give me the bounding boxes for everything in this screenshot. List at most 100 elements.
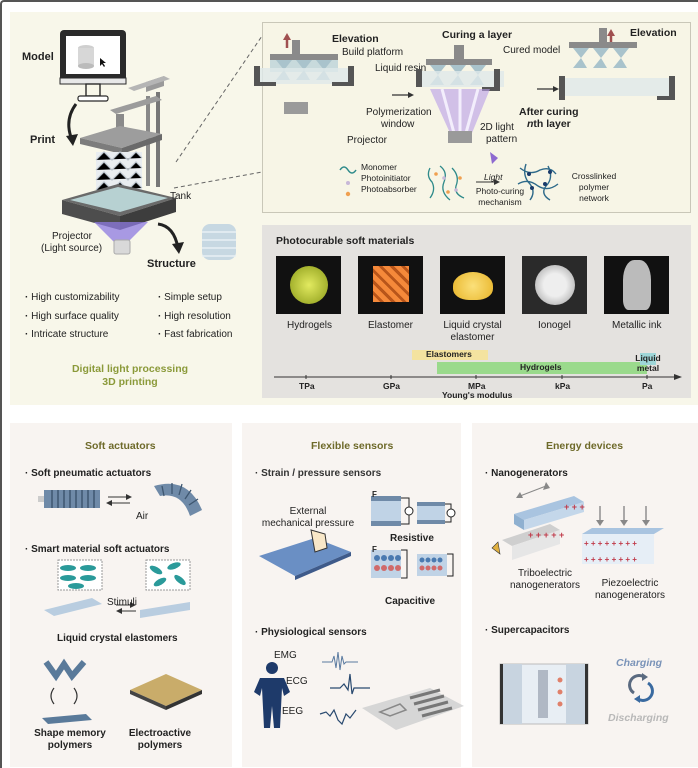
legend-photoinitiator: Photoinitiator: [361, 173, 411, 183]
pneumatic-actuator-illustration: [38, 483, 202, 516]
piezo-line2: nanogenerators: [594, 590, 666, 601]
range-bar-elastomers: [412, 350, 488, 360]
zoom-dashed-lines: [173, 35, 263, 189]
range-bar-liquid-metal: [640, 353, 656, 365]
arrow-right-icon: [537, 86, 559, 92]
smp-label: Shape memory polymers: [30, 728, 110, 752]
axis-tick-tpa: TPa: [299, 381, 315, 391]
axis-title: Young's modulus: [442, 390, 513, 400]
smp-line1: Shape memory: [34, 728, 106, 739]
smart-material-heading: Smart material soft actuators: [25, 544, 169, 555]
curing-layer-title: Curing a layer: [442, 29, 513, 41]
svg-text:+ + + + +: + + + + +: [528, 530, 564, 540]
piezo-line1: Piezoelectric: [601, 578, 659, 589]
model-label: Model: [22, 51, 54, 63]
svg-text:+ + + + + + + +: + + + + + + + +: [584, 539, 637, 548]
stimuli-label: Stimuli: [107, 597, 138, 608]
smp-eap-illustration: [42, 658, 202, 724]
material-label-lce: Liquid crystal elastomer: [440, 320, 505, 344]
print-label: Print: [30, 134, 56, 146]
axis-tick-gpa: GPa: [383, 381, 401, 391]
force-label-capacitive: F: [372, 545, 377, 554]
tank-label: Tank: [170, 191, 192, 202]
signal-label-emg: EMG: [274, 650, 297, 661]
eap-label: Electroactive polymers: [120, 728, 200, 752]
lce-actuator-illustration: [44, 559, 191, 618]
after-curing-line1: After curing: [519, 106, 579, 118]
feature-item: Intricate structure: [25, 326, 119, 345]
ionogel-photo: [522, 256, 587, 314]
nanogenerators-heading: Nanogenerators: [485, 468, 568, 479]
tribo-line2: nanogenerators: [509, 580, 581, 591]
lce-line1: Liquid crystal: [443, 320, 502, 331]
signal-label-eeg: EEG: [282, 706, 304, 717]
tribo-line1: Triboelectric: [517, 568, 573, 579]
pressure-line1: External: [289, 506, 327, 517]
layer-index: n: [527, 118, 534, 130]
flexible-sensor-touch-illustration: [259, 529, 351, 580]
mechanism-legend: Monomer Photoinitiator Photoabsorber: [361, 162, 417, 195]
range-bar-hydrogels: [437, 362, 647, 374]
dlp-printer-illustration: [62, 76, 176, 244]
eap-line2: polymers: [137, 740, 183, 751]
external-pressure-label: External mechanical pressure: [253, 506, 363, 530]
arrow-right-icon: [392, 92, 414, 98]
features-left-list: High customizability High surface qualit…: [25, 289, 119, 345]
step1-elevation-label: Elevation: [332, 33, 379, 45]
mechanism-label: Photo-curing mechanism: [474, 186, 526, 208]
capacitive-label: Capacitive: [385, 596, 436, 607]
lce-photo: [440, 256, 505, 314]
materials-title: Photocurable soft materials: [276, 235, 415, 247]
light-label: Light: [484, 172, 503, 182]
elastomer-photo: [358, 256, 423, 314]
projector-label-line2: (Light source): [41, 243, 103, 254]
energy-devices-title: Energy devices: [546, 440, 624, 452]
axis-tick-pa: Pa: [642, 381, 653, 391]
projector-label-line1: Projector: [52, 231, 93, 242]
projector-icon: [113, 239, 131, 255]
step3-elevation-label: Elevation: [630, 27, 677, 39]
material-label-metallic-ink: Metallic ink: [612, 320, 662, 331]
layer-suffix: th layer: [533, 118, 571, 130]
range-label-liquid-metal: Liquid metal: [633, 353, 663, 373]
curved-arrow-icon: [66, 103, 78, 146]
strain-pressure-heading: Strain / pressure sensors: [255, 468, 381, 479]
step3-elevated-illustration: [559, 28, 675, 100]
structure-illustration: [157, 222, 236, 260]
legend-photoabsorber: Photoabsorber: [361, 184, 417, 194]
triboelectric-label: Triboelectric nanogenerators: [505, 568, 585, 592]
lce-label: Liquid crystal elastomers: [57, 633, 178, 644]
network-line3: network: [579, 193, 609, 203]
polymerization-window-line2: window: [381, 119, 415, 130]
material-label-hydrogels: Hydrogels: [287, 320, 333, 331]
structure-label: Structure: [147, 258, 196, 270]
step2-curing-illustration: [416, 45, 504, 143]
axis-tick-mpa: MPa: [468, 381, 486, 391]
piezoelectric-label: Piezoelectric nanogenerators: [590, 578, 670, 602]
dlp-title: Digital light processing 3D printing: [55, 363, 205, 389]
svg-text:+ + + + + + + +: + + + + + + + +: [584, 555, 637, 564]
lce-line2: elastomer: [450, 332, 495, 343]
photocuring-mechanism-illustration: [339, 152, 559, 201]
projector-label: Projector: [347, 135, 388, 146]
svg-text:+ + +: + + +: [564, 502, 585, 512]
charge-cycle-icon: [628, 673, 654, 703]
cured-model-label: Cured model: [503, 45, 561, 56]
step1-setup-illustration: [254, 33, 354, 114]
feature-item: High resolution: [158, 308, 232, 327]
dlp-title-line1: Digital light processing: [71, 363, 189, 375]
network-line1: Crosslinked: [571, 171, 617, 181]
features-right-list: Simple setup High resolution Fast fabric…: [158, 289, 232, 345]
pressure-line2: mechanical pressure: [261, 518, 355, 529]
feature-item: Simple setup: [158, 289, 232, 308]
material-label-ionogel: Ionogel: [538, 320, 571, 331]
charging-label: Charging: [616, 657, 663, 669]
metallic-ink-photo: [604, 256, 669, 314]
after-curing-line2: nth layer: [527, 118, 571, 130]
soft-actuators-panel: [10, 423, 232, 767]
liquid-metal-line2: metal: [636, 363, 660, 373]
material-label-elastomer: Elastomer: [368, 320, 414, 331]
physiological-heading: Physiological sensors: [255, 627, 367, 638]
supercapacitors-heading: Supercapacitors: [485, 625, 569, 636]
